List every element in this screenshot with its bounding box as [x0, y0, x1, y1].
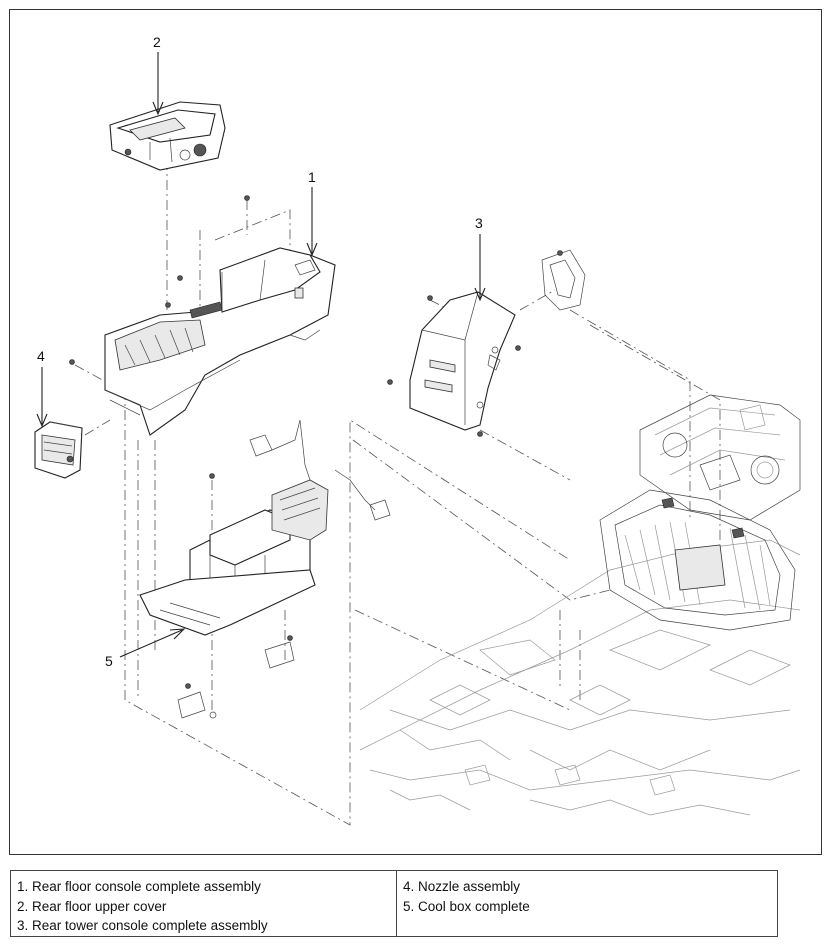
guide-lines	[74, 160, 721, 826]
legend-column-left: 1. Rear floor console complete assembly …	[11, 871, 397, 936]
callout-2: 2	[153, 34, 161, 50]
legend-item-1: 1. Rear floor console complete assembly	[17, 879, 261, 894]
legend-item-3: 3. Rear tower console complete assembly	[17, 918, 268, 933]
exploded-diagram: 2 1 3 4 5	[34, 34, 801, 826]
callout-arrows	[36, 52, 486, 658]
callout-3: 3	[475, 215, 483, 231]
rear-seat-panel	[599, 489, 796, 631]
part-2-upper-cover	[109, 101, 226, 171]
parts-legend-table: 1. Rear floor console complete assembly …	[10, 870, 778, 937]
part-5-cool-box	[139, 419, 391, 719]
fasteners	[69, 195, 563, 365]
legend-column-right: 4. Nozzle assembly 5. Cool box complete	[397, 871, 777, 936]
callout-4: 4	[37, 348, 45, 364]
legend-item-4: 4. Nozzle assembly	[403, 879, 521, 894]
callout-5: 5	[105, 653, 113, 669]
part-3-tower-console	[387, 249, 586, 437]
callout-labels: 2 1 3 4 5	[37, 34, 483, 669]
part-4-nozzle	[34, 421, 83, 479]
vehicle-floor-structure	[359, 539, 801, 816]
callout-1: 1	[308, 169, 316, 185]
diagram-frame: 2 1 3 4 5	[9, 9, 822, 855]
rear-floor-frame	[639, 394, 801, 539]
legend-item-5: 5. Cool box complete	[403, 898, 530, 914]
part-1-floor-console	[104, 247, 336, 436]
legend-item-2: 2. Rear floor upper cover	[17, 898, 167, 914]
